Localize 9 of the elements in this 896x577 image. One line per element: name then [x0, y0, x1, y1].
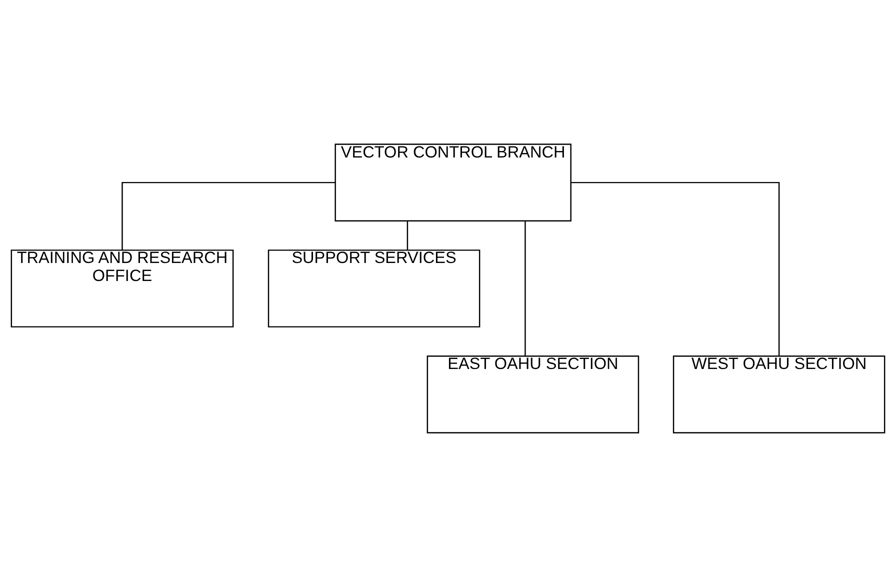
node-box: EAST OAHU SECTION — [426, 356, 640, 434]
node-box: WEST OAHU SECTION — [672, 356, 886, 434]
node-box: VECTOR CONTROL BRANCH — [334, 144, 572, 222]
connector — [122, 182, 336, 250]
node-box: SUPPORT SERVICES — [268, 250, 480, 328]
connector — [524, 220, 526, 356]
connector — [406, 221, 408, 250]
node-box: TRAINING AND RESEARCH OFFICE — [10, 250, 234, 328]
connector — [571, 182, 780, 356]
